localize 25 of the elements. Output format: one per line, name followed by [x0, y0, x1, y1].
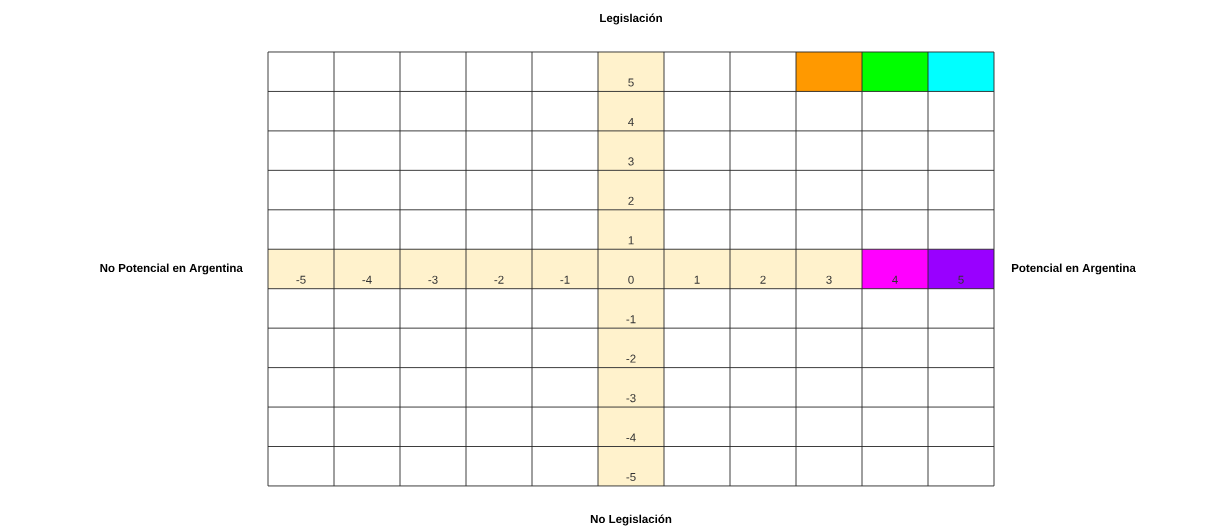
table-cell: 2 [730, 249, 796, 289]
table-cell: -5 [268, 249, 334, 289]
table-cell: -2 [466, 249, 532, 289]
axis-label: No Legislación [590, 514, 672, 526]
table-cell: -3 [400, 249, 466, 289]
table-cell: -5 [598, 446, 664, 486]
table-cell: -4 [334, 249, 400, 289]
table-cell: 0 [598, 249, 664, 289]
table-cell: 1 [664, 249, 730, 289]
table-cell: 3 [598, 130, 664, 171]
table-cell: 4 [598, 91, 664, 131]
table-cell: 1 [598, 209, 664, 250]
table-cell: 2 [598, 170, 664, 210]
table-cell: -4 [598, 407, 664, 447]
axis-label: No Potencial en Argentina [100, 263, 243, 275]
axis-label: Potencial en Argentina [1012, 263, 1136, 275]
table-cell: -1 [532, 249, 598, 289]
table-cell: 3 [796, 249, 862, 289]
table-cell: -1 [598, 288, 664, 329]
table-cell: 4 [862, 249, 928, 289]
table-cell: -2 [598, 328, 664, 368]
table-cell: 5 [598, 52, 664, 92]
axis-label: Legislación [600, 13, 662, 25]
table-cell: 5 [928, 249, 994, 289]
table-cell: -3 [598, 367, 664, 408]
